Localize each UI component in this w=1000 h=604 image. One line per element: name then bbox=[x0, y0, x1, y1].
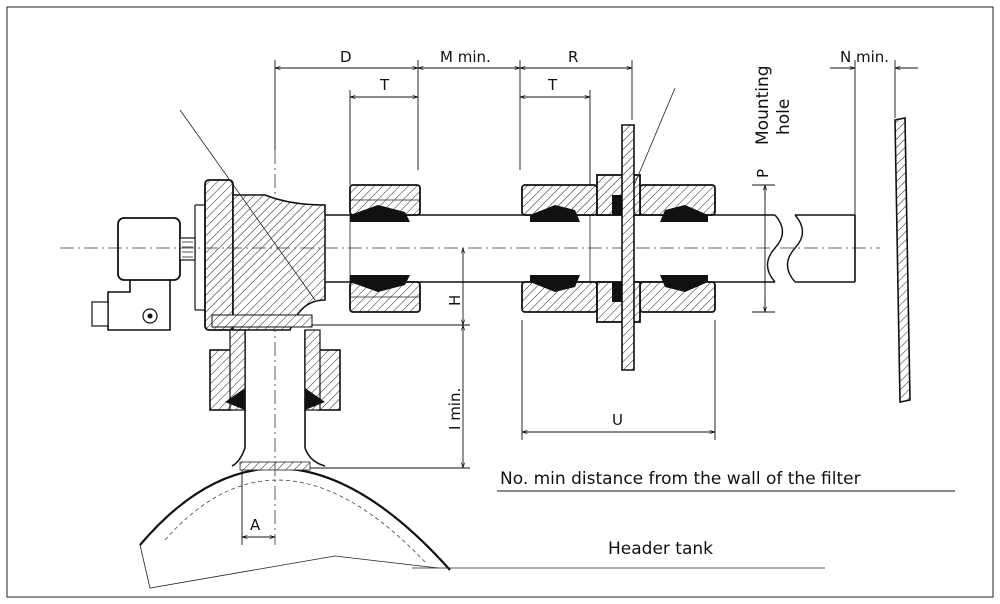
bulkhead-fitting bbox=[521, 87, 716, 323]
mounting-label-line2: hole bbox=[774, 99, 794, 135]
dim-h-label: H bbox=[446, 295, 464, 306]
dim-t1-label: T bbox=[379, 76, 390, 94]
sensor-body bbox=[179, 109, 326, 331]
dim-n-label: N min. bbox=[840, 48, 889, 66]
dim-r-label: R bbox=[568, 48, 578, 66]
dim-a-label: A bbox=[250, 516, 261, 534]
drawing-frame bbox=[6, 6, 994, 598]
mounting-wall bbox=[621, 124, 635, 371]
mounting-label-line1: Mounting bbox=[753, 65, 773, 145]
filter-wall-note: No. min distance from the wall of the fi… bbox=[500, 469, 861, 489]
left-compression-nut bbox=[349, 184, 421, 313]
horizontal-pipe bbox=[324, 214, 856, 283]
dim-p-label: P bbox=[754, 169, 772, 178]
filter-wall bbox=[894, 117, 911, 403]
dimension-lines bbox=[241, 60, 918, 545]
dim-t2-label: T bbox=[547, 76, 558, 94]
dim-u-label: U bbox=[612, 411, 623, 429]
header-tank-label: Header tank bbox=[608, 539, 713, 559]
dim-i-label: I min. bbox=[446, 388, 464, 430]
riser-fitting bbox=[209, 329, 341, 411]
dim-m-label: M min. bbox=[440, 48, 491, 66]
electrical-connector bbox=[91, 217, 196, 331]
dim-d-label: D bbox=[340, 48, 352, 66]
